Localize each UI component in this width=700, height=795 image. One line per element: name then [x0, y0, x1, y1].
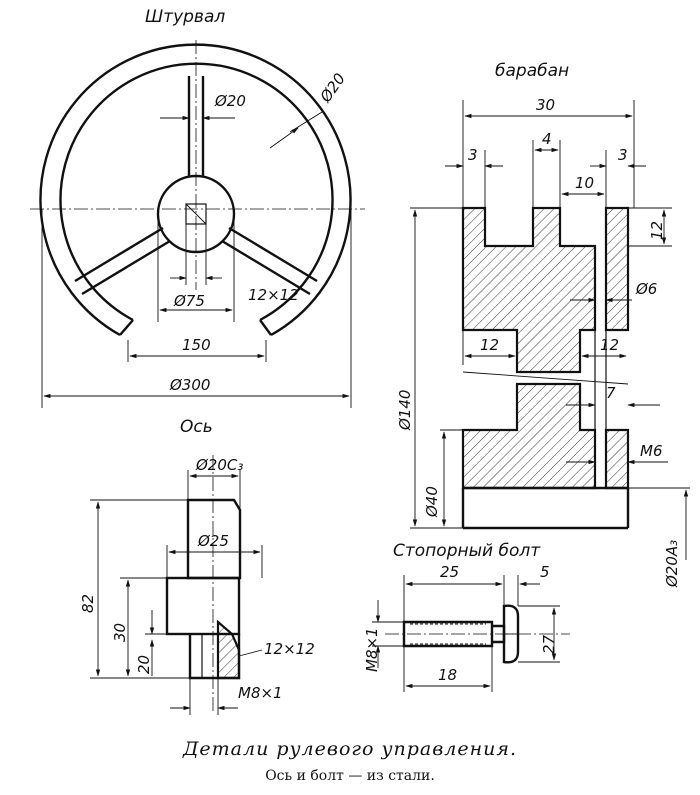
dim-w12-right: 12 [600, 336, 619, 354]
wheel-rim-end-right [259, 319, 272, 336]
dim-w150: 150 [182, 336, 211, 354]
drum-title: барабан [495, 61, 569, 81]
dim-d20c3: Ø20C₃ [195, 456, 243, 474]
spoke-left-lower-edge [81, 239, 171, 296]
dim-square: 12×12 [248, 286, 299, 304]
dim-rim-leader [289, 111, 323, 133]
leader-12x12 [238, 649, 263, 657]
wheel-rim-inner [59, 62, 334, 322]
dim-w12-left: 12 [480, 336, 499, 354]
dim-d300: Ø300 [169, 376, 210, 394]
bolt-view: Стопорный болт 25 5 M8×1 27 18 [363, 541, 570, 692]
bolt-head [502, 604, 520, 664]
drum-section-right-upper [604, 206, 630, 332]
axle-thread-lines [201, 634, 219, 678]
dim-w4: 4 [542, 130, 552, 148]
dim-w3-right: 3 [618, 146, 628, 164]
dim-d25: Ø25 [197, 532, 229, 550]
axle-view: Ось Ø20C₃ Ø25 82 30 20 12×12 [79, 417, 315, 715]
dim-rim-d20: Ø20 [316, 70, 349, 106]
dim-d75: Ø75 [173, 292, 205, 310]
spoke-left-upper-edge [74, 226, 164, 283]
dim-w7: 7 [606, 384, 616, 402]
dim-w10: 10 [575, 174, 594, 192]
caption-sub: Ось и болт — из стали. [265, 768, 435, 784]
bolt-title: Стопорный болт [393, 541, 541, 561]
wheel-view: Штурвал Ø20 Ø20 [30, 7, 365, 408]
dim-w3-left: 3 [468, 146, 478, 164]
wheel-title: Штурвал [145, 7, 225, 27]
dim-axle-m8: M8×1 [238, 684, 283, 702]
axle-top-shaft [186, 498, 242, 580]
wheel-rim-outer [39, 43, 352, 337]
dim-spoke-d20: Ø20 [214, 92, 246, 110]
drum-section-lower [461, 382, 597, 490]
spoke-right-lower-edge [221, 239, 311, 296]
square-diag-1 [185, 203, 207, 225]
dim-h82: 82 [79, 594, 97, 613]
caption-main: Детали рулевого управления. [182, 738, 517, 760]
axle-section-hatch [216, 619, 241, 680]
dim-d6: Ø6 [635, 280, 657, 298]
axle-collar [165, 576, 241, 636]
dim-d40: Ø40 [423, 486, 441, 518]
break-line [462, 371, 629, 385]
dim-d27: 27 [540, 634, 558, 654]
dim-d20a3: Ø20A₃ [663, 540, 681, 588]
dim-l18: 18 [438, 666, 457, 684]
wheel-spokes [74, 76, 318, 296]
drum-section-right-lower [604, 428, 630, 490]
axle-title: Ось [180, 417, 213, 437]
dim-axle-square: 12×12 [264, 640, 315, 658]
drum-view: барабан 30 3 4 3 1 [396, 61, 690, 588]
dim-h30: 30 [111, 623, 129, 642]
wheel-square-hole [185, 203, 207, 225]
dim-w30: 30 [536, 96, 555, 114]
dim-d140: Ø140 [396, 390, 414, 431]
wheel-rim-end-left [119, 319, 134, 336]
dim-h12: 12 [648, 221, 666, 240]
spoke-right-upper-edge [228, 226, 318, 283]
dim-l25: 25 [440, 563, 459, 581]
dim-m6: M6 [640, 442, 663, 460]
dim-l5: 5 [540, 563, 550, 581]
dim-bolt-m8: M8×1 [363, 627, 381, 672]
dim-rim-arrow [269, 127, 299, 149]
dim-h20: 20 [135, 655, 153, 674]
